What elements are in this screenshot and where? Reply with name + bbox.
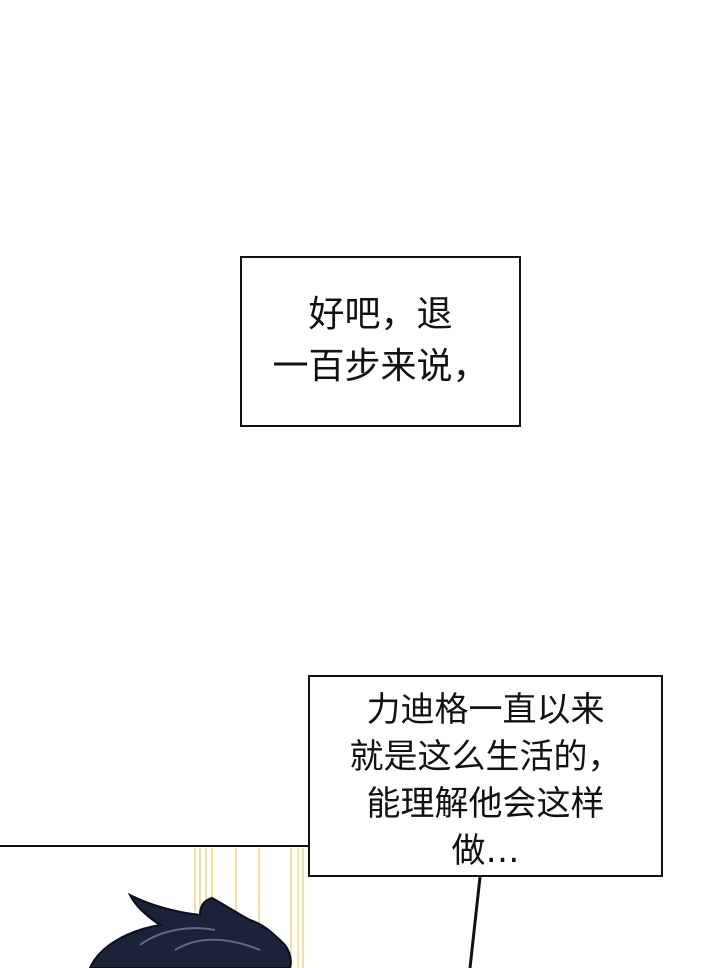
caption-line: 好吧，退	[308, 294, 453, 335]
caption-box-2: 力迪格一直以来 就是这么生活的， 能理解他会这样 做…	[308, 675, 663, 877]
caption-line: 力迪格一直以来	[366, 690, 605, 730]
speech-tail	[468, 876, 482, 968]
caption-line: 做…	[451, 831, 520, 871]
caption-line: 就是这么生活的，	[349, 737, 622, 777]
caption-line: 能理解他会这样	[366, 784, 605, 824]
caption-box-1: 好吧，退 一百步来说，	[240, 256, 521, 427]
character-hair	[88, 892, 292, 968]
caption-line: 一百步来说，	[272, 346, 489, 387]
